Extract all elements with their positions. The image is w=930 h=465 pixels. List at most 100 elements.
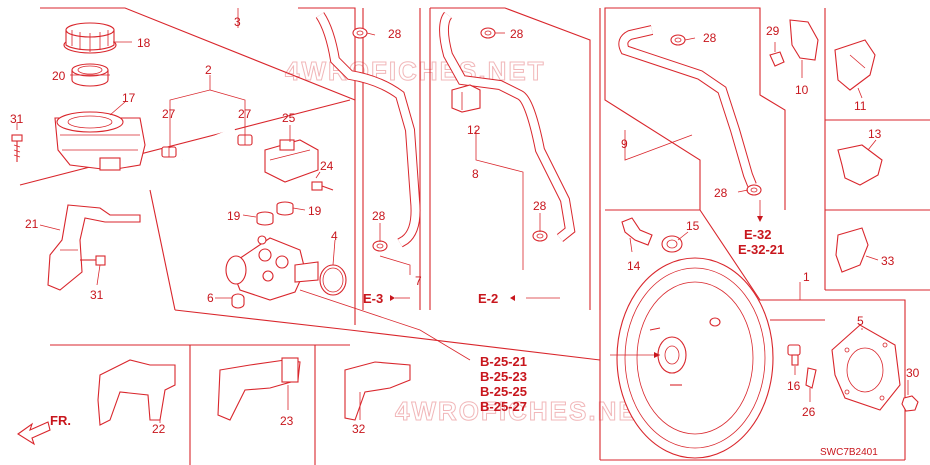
pin-16 (787, 344, 801, 366)
diagram-code: SWC7B2401 (820, 447, 878, 458)
callout-31-bottom: 31 (90, 288, 104, 302)
watermark-top: 4WROFICHES.NET (285, 56, 546, 86)
callout-28-f: 28 (714, 186, 728, 200)
o-ring-4 (319, 264, 347, 296)
callout-2: 2 (205, 63, 212, 77)
clamp-28-e (532, 230, 548, 242)
leader-lines (16, 8, 909, 423)
callout-8: 8 (472, 167, 479, 181)
clamp-28-d (372, 240, 388, 252)
callout-32: 32 (352, 422, 366, 436)
ref-e2: E-2 (478, 291, 498, 306)
callout-1: 1 (803, 270, 810, 284)
reservoir-cap (63, 22, 117, 54)
section-references: E-3 E-2 E-32 E-32-21 B-25-21 B-25-23 B-2… (363, 227, 784, 414)
callout-30: 30 (906, 366, 920, 380)
callout-7: 7 (415, 274, 422, 288)
callout-16: 16 (787, 379, 801, 393)
callout-15: 15 (686, 219, 700, 233)
ref-e32: E-32 (744, 227, 771, 242)
watermark-bottom: 4WROFICHES.NET (395, 396, 656, 426)
ref-b2525: B-25-25 (480, 384, 527, 399)
callout-25: 25 (282, 111, 296, 125)
vacuum-hose-7 (315, 12, 421, 248)
ref-b2527: B-25-27 (480, 399, 527, 414)
callout-5: 5 (857, 314, 864, 328)
bracket-11 (834, 39, 876, 91)
booster-gasket-5 (831, 324, 901, 411)
callout-28-a: 28 (388, 27, 402, 41)
bracket-13 (837, 144, 883, 186)
ref-b2521: B-25-21 (480, 354, 527, 369)
callout-20: 20 (52, 69, 66, 83)
callout-3: 3 (234, 15, 241, 29)
bracket-32 (344, 361, 411, 421)
check-valve-14 (621, 217, 653, 246)
brake-fluid-reservoir (54, 111, 146, 171)
callout-4: 4 (331, 229, 338, 243)
callout-28-e: 28 (533, 199, 547, 213)
fluid-level-sensor (264, 139, 319, 183)
clamp-28-c (670, 34, 686, 46)
clamp-28-a (352, 27, 368, 39)
callout-31-top: 31 (10, 112, 24, 126)
bracket-10 (789, 19, 819, 61)
vacuum-hose-8 (439, 11, 576, 242)
callouts: 1 2 3 4 5 6 7 8 9 10 11 12 13 14 15 16 1… (10, 15, 920, 436)
hose-clip-12 (451, 84, 481, 113)
callout-13: 13 (868, 127, 882, 141)
clamp-28-f (746, 184, 762, 196)
bushing-6 (231, 293, 245, 309)
callout-21: 21 (25, 217, 39, 231)
callout-11: 11 (854, 99, 867, 113)
callout-28-b: 28 (510, 27, 524, 41)
callout-12: 12 (467, 123, 481, 137)
bracket-21 (47, 204, 141, 291)
callout-28-c: 28 (703, 31, 717, 45)
ref-e3: E-3 (363, 291, 383, 306)
callout-27-left: 27 (162, 107, 176, 121)
bracket-23 (217, 357, 301, 421)
clamp-27-right (237, 134, 253, 146)
bolt-31-top (11, 134, 23, 162)
grommet-19-right (276, 201, 294, 216)
callout-6: 6 (207, 291, 214, 305)
callout-33: 33 (881, 254, 895, 268)
brake-booster (616, 257, 774, 459)
hose-2 (182, 127, 236, 163)
master-cylinder (225, 235, 319, 301)
ref-b2523: B-25-23 (480, 369, 527, 384)
vacuum-hose-9 (618, 25, 757, 187)
section-frames (19, 7, 930, 465)
callout-10: 10 (795, 83, 809, 97)
callout-24: 24 (320, 159, 334, 173)
clip-26 (805, 367, 817, 389)
callout-18: 18 (137, 36, 151, 50)
callout-22: 22 (152, 422, 166, 436)
callout-14: 14 (627, 259, 641, 273)
bracket-33 (835, 227, 869, 273)
clamp-28-b (480, 27, 496, 39)
clip-29 (769, 51, 785, 67)
clamp-27-left (161, 146, 177, 158)
callout-17: 17 (122, 91, 136, 105)
callout-19-right: 19 (308, 204, 322, 218)
grommet-19-left (256, 211, 274, 226)
bracket-22 (97, 359, 176, 426)
callout-26: 26 (802, 405, 816, 419)
callout-27-right: 27 (238, 107, 252, 121)
callout-19-left: 19 (227, 209, 241, 223)
callout-23: 23 (280, 414, 294, 428)
bolt-31-bottom (80, 255, 106, 266)
callout-28-d: 28 (372, 209, 386, 223)
nut-30 (901, 395, 919, 412)
callout-9: 9 (621, 137, 628, 151)
fr-label: FR. (50, 413, 71, 428)
grommet-15 (661, 235, 683, 253)
callout-29: 29 (766, 24, 780, 38)
ref-e3221: E-32-21 (738, 242, 784, 257)
sensor-bolt-24 (311, 181, 334, 191)
front-direction-arrow (17, 421, 51, 446)
